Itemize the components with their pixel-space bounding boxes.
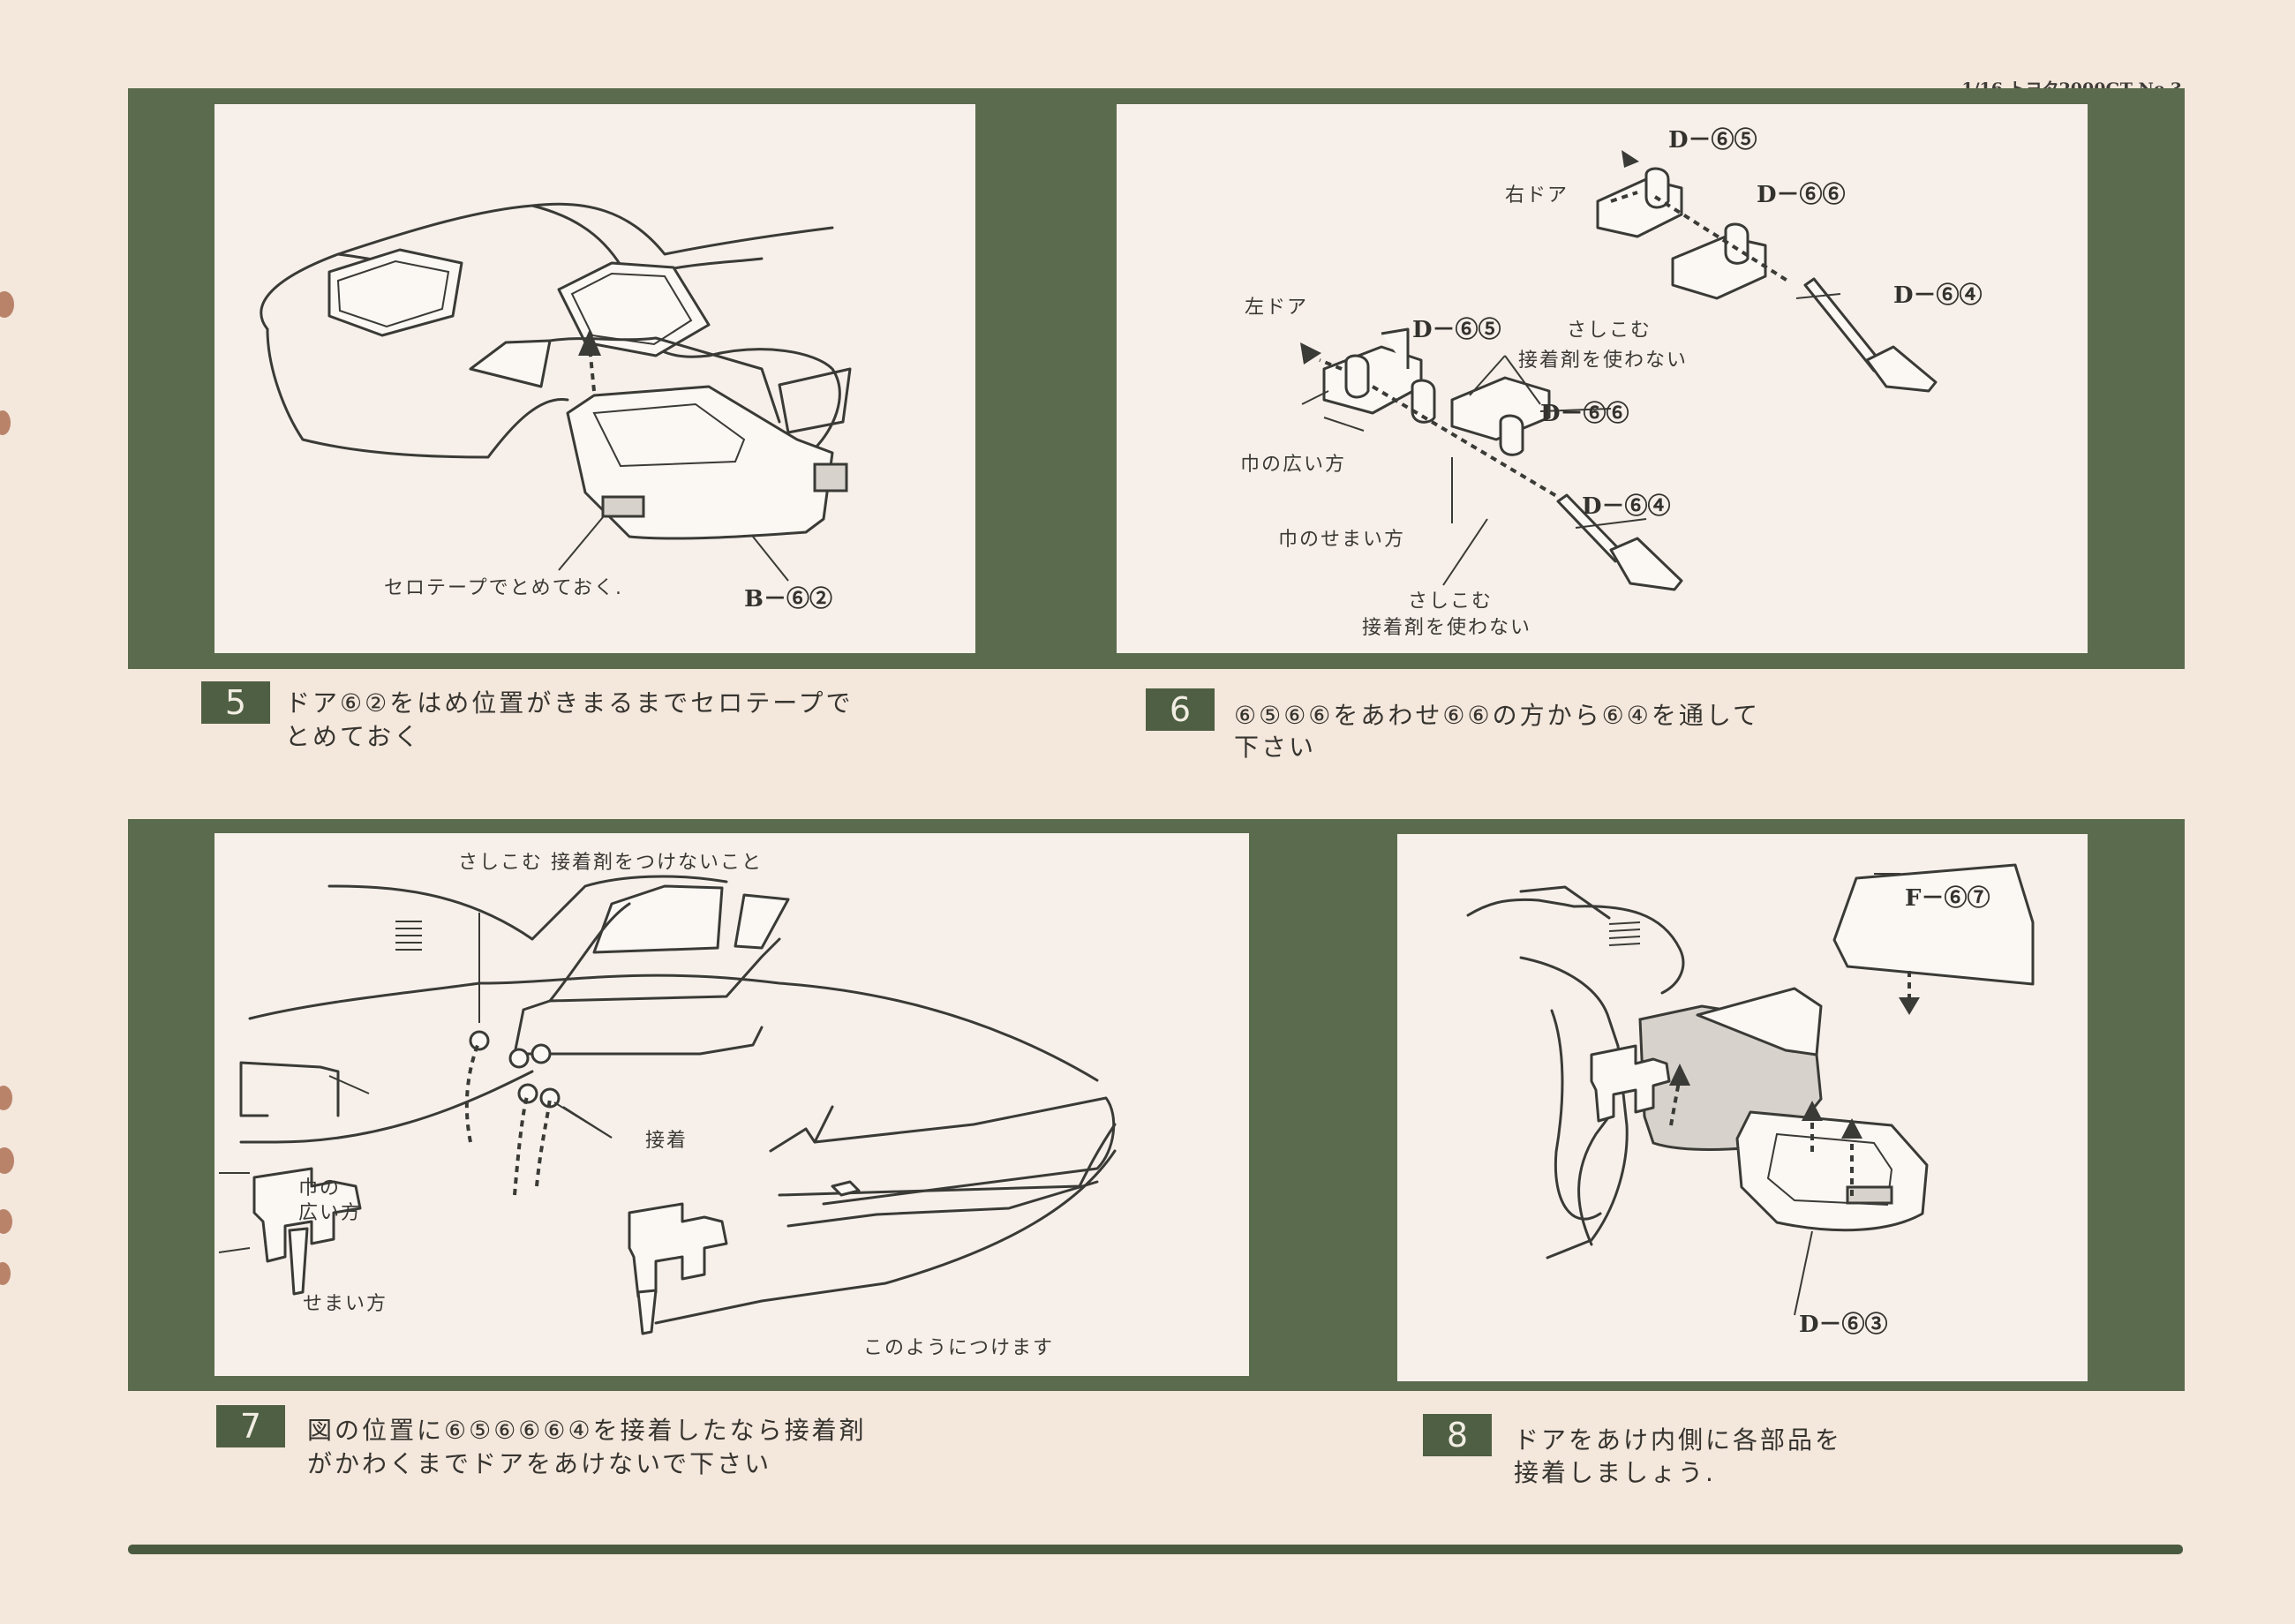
- part-label-d64-mid: D－⑥④: [1582, 493, 1671, 520]
- step6-caption-line1: ⑥⑤⑥⑥をあわせ⑥⑥の方から⑥④を通して: [1234, 701, 1760, 730]
- step7-caption-line2: がかわくまでドアをあけないで下さい: [307, 1449, 772, 1478]
- insert-no-glue-label: さしこむ 接着剤をつけないこと: [458, 852, 763, 874]
- step7-caption-line1: 図の位置に⑥⑤⑥⑥⑥④を接着したなら接着剤: [307, 1416, 867, 1445]
- binder-hole: [0, 1262, 11, 1285]
- wide-side-label-1: 巾の: [298, 1177, 342, 1199]
- no-glue-label-2: 接着剤を使わない: [1362, 617, 1532, 639]
- glue-label: 接着: [645, 1130, 688, 1152]
- narrow-side-label: 巾のせまい方: [1278, 529, 1406, 551]
- step-number-7: 7: [216, 1405, 285, 1447]
- step-number-6: 6: [1146, 688, 1215, 731]
- step6-illustration: 右ドア D－⑥⑤ D－⑥⑥ D－⑥④ 左ドア D－⑥⑤ さしこむ 接着剤を使わな…: [1117, 104, 2088, 653]
- step5-illustration: セロテープでとめておく. B－⑥②: [214, 104, 975, 653]
- binder-hole: [0, 1209, 12, 1234]
- step6-caption-line2: 下さい: [1234, 733, 1317, 762]
- narrow-side-label: せまい方: [303, 1293, 388, 1315]
- attach-like-this-label: このようにつけます: [863, 1337, 1055, 1359]
- right-door-label: 右ドア: [1505, 184, 1569, 207]
- left-door-label: 左ドア: [1245, 297, 1309, 319]
- binder-hole: [0, 291, 14, 318]
- step8-drawing: [1466, 863, 2035, 1316]
- part-label-d65-mid: D－⑥⑤: [1412, 317, 1501, 343]
- step6-drawing: [1300, 150, 1938, 591]
- step5-drawing: [260, 202, 852, 582]
- step-number-8: 8: [1423, 1414, 1492, 1456]
- no-glue-label-1: 接着剤を使わない: [1518, 350, 1689, 372]
- binder-hole: [0, 410, 11, 435]
- bottom-rule: [128, 1545, 2183, 1554]
- part-label-d63: D－⑥③: [1799, 1312, 1888, 1338]
- part-label-f67: F－⑥⑦: [1905, 885, 1990, 912]
- insert-label-2: さしこむ: [1408, 590, 1494, 613]
- part-label-d66-top: D－⑥⑥: [1757, 182, 1846, 208]
- wide-side-label: 巾の広い方: [1240, 454, 1347, 476]
- step8-illustration: F－⑥⑦ D－⑥③: [1397, 834, 2088, 1381]
- part-label-d66-mid: D－⑥⑥: [1540, 401, 1629, 427]
- part-label-d65-top: D－⑥⑤: [1668, 127, 1757, 154]
- step8-caption-line2: 接着しましょう.: [1514, 1458, 1716, 1487]
- wide-side-label-2: 広い方: [298, 1202, 363, 1224]
- binder-hole: [0, 1147, 14, 1174]
- insert-label-1: さしこむ: [1567, 320, 1652, 342]
- binder-hole: [0, 1086, 12, 1110]
- step8-caption-line1: ドアをあけ内側に各部品を: [1514, 1425, 1843, 1455]
- part-label-d64-top: D－⑥④: [1893, 282, 1983, 309]
- step7-drawing: [218, 875, 1117, 1335]
- step7-illustration: さしこむ 接着剤をつけないこと 接着 巾の 広い方 せまい方 このようにつけます: [214, 833, 1249, 1376]
- step-number-5: 5: [201, 681, 270, 724]
- step5-caption-line2: とめておく: [285, 722, 422, 751]
- part-label-b62: B－⑥②: [744, 586, 832, 613]
- tape-note-label: セロテープでとめておく.: [384, 577, 624, 599]
- step5-caption-line1: ドア⑥②をはめ位置がきまるまでセロテープで: [285, 688, 854, 718]
